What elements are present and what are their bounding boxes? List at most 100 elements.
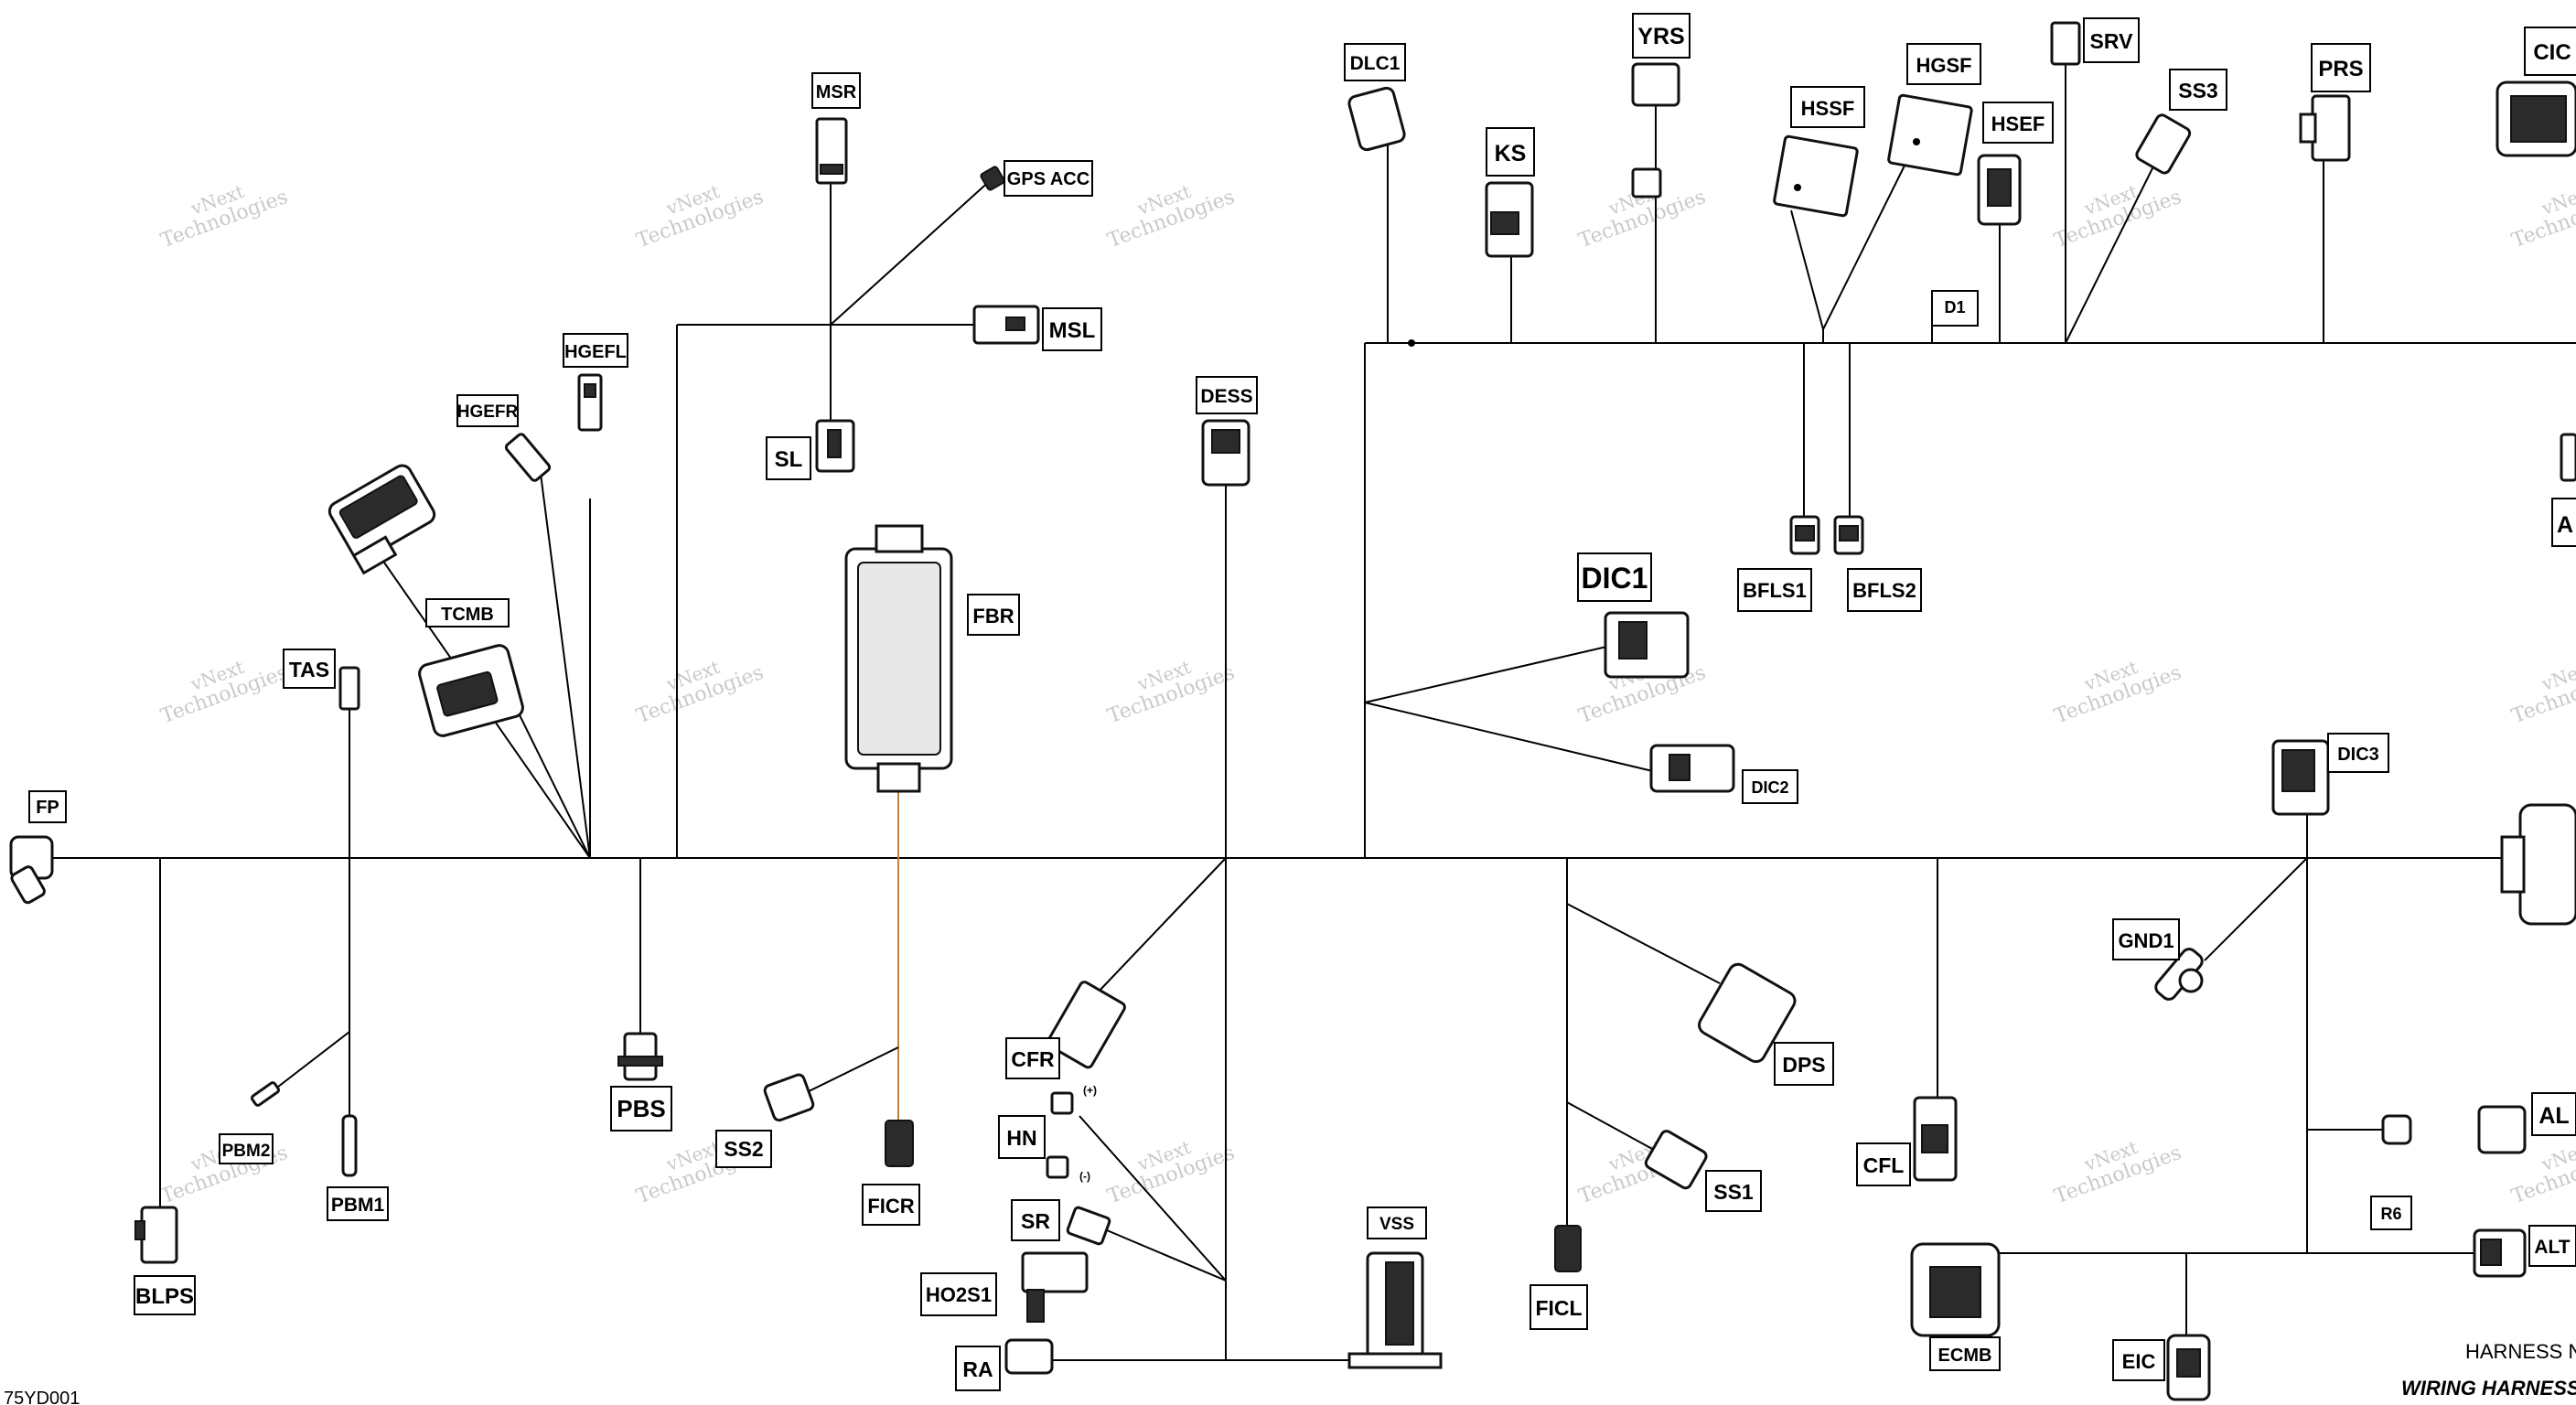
label-prs: PRS [2311, 43, 2371, 92]
eic-connector [2166, 1334, 2211, 1401]
sr-connector [1066, 1206, 1111, 1246]
svg-text:SR: SR [1021, 1209, 1050, 1233]
svg-text:R6: R6 [2380, 1205, 2401, 1223]
hgefr-connector [504, 433, 552, 482]
svg-text:HGEFR: HGEFR [457, 402, 519, 422]
svg-text:HSEF: HSEF [1991, 113, 2045, 135]
prs-connector [2299, 94, 2351, 162]
svg-text:CFL: CFL [1863, 1153, 1905, 1177]
label-ficl: FICL [1530, 1284, 1588, 1330]
msl-connector [972, 305, 1040, 345]
svg-text:KS: KS [1495, 141, 1527, 166]
splice-dot [1408, 339, 1415, 347]
svg-text:ECMB: ECMB [1938, 1346, 1992, 1366]
svg-text:YRS: YRS [1637, 24, 1684, 49]
gnd1-terminal [2154, 948, 2204, 1001]
svg-text:CIC: CIC [2533, 40, 2571, 65]
label-r6: R6 [2370, 1196, 2412, 1230]
hsef-connector [1977, 154, 2022, 226]
label-fbr: FBR [967, 594, 1020, 636]
label-srv: SRV [2083, 17, 2140, 63]
ss1-connector [1644, 1130, 1708, 1190]
label-gps-acc: GPS ACC [1004, 160, 1093, 197]
svg-text:DIC1: DIC1 [1582, 562, 1648, 595]
label-tcmb: TCMB [425, 598, 510, 627]
svg-text:FBR: FBR [972, 605, 1014, 627]
label-ho2s1: HO2S1 [920, 1272, 997, 1316]
svg-text:BFLS2: BFLS2 [1852, 579, 1916, 602]
svg-text:D1: D1 [1944, 298, 1965, 316]
ra-connector [1004, 1338, 1054, 1375]
svg-text:A: A [2557, 512, 2573, 538]
label-ks: KS [1486, 127, 1535, 177]
svg-text:FP: FP [36, 798, 59, 818]
label-dic2: DIC2 [1742, 769, 1798, 804]
svg-text:PBS: PBS [617, 1095, 665, 1122]
dic1-connector [1604, 611, 1690, 679]
label-eic: EIC [2112, 1339, 2165, 1381]
cfr-connector [1046, 981, 1126, 1069]
ss2-connector [763, 1073, 815, 1122]
gps-acc-connector [980, 166, 1005, 191]
label-al: AL [2531, 1092, 2576, 1136]
pbm2-sensor [250, 1081, 281, 1107]
fp-connector [9, 835, 54, 905]
label-fp: FP [28, 790, 67, 823]
cfl-connector [1913, 1096, 1958, 1182]
svg-text:CFR: CFR [1011, 1047, 1055, 1071]
label-hgefl: HGEFL [563, 333, 628, 368]
svg-text:TCMB: TCMB [441, 605, 494, 625]
yrs-connector [1631, 62, 1680, 198]
svg-text:MSL: MSL [1049, 318, 1096, 343]
label-pbm2: PBM2 [219, 1133, 274, 1164]
dic3-connector [2271, 739, 2330, 816]
drawing-id: 75YD001 [4, 1389, 80, 1405]
label-hssf: HSSF [1790, 86, 1865, 128]
dic2-connector [1649, 744, 1735, 793]
svg-text:ALT: ALT [2534, 1237, 2570, 1258]
label-bfls2: BFLS2 [1847, 568, 1922, 612]
label-ss2: SS2 [715, 1130, 772, 1168]
label-cic: CIC [2524, 27, 2576, 76]
label-tas: TAS [283, 649, 336, 689]
ecmb-connector [1910, 1242, 2001, 1337]
svg-text:BLPS: BLPS [135, 1284, 194, 1309]
label-alt: ALT [2528, 1225, 2576, 1267]
label-dess: DESS [1196, 376, 1258, 414]
svg-text:HGEFL: HGEFL [564, 342, 627, 362]
svg-text:HSSF: HSSF [1801, 97, 1855, 120]
label-dlc1: DLC1 [1344, 43, 1406, 81]
msr-connector [815, 117, 848, 185]
label-a: A [2551, 498, 2576, 547]
svg-text:FICR: FICR [867, 1195, 914, 1217]
svg-text:TAS: TAS [289, 658, 329, 681]
ficr-injector [885, 1120, 914, 1167]
label-dic3: DIC3 [2327, 733, 2389, 773]
svg-text:SS3: SS3 [2178, 79, 2217, 102]
svg-text:FICL: FICL [1535, 1296, 1582, 1320]
svg-text:EIC: EIC [2122, 1350, 2156, 1373]
label-msr: MSR [811, 72, 861, 109]
label-ra: RA [955, 1346, 1001, 1391]
component-labels: FP BLPS PBM2 PBM1 TAS TCMB HGEFR HGEFL P… [28, 13, 2576, 1391]
svg-text:DIC3: DIC3 [2337, 745, 2379, 765]
vss-sensor [1347, 1251, 1443, 1369]
connector-shapes [9, 21, 2576, 1401]
svg-text:SL: SL [775, 447, 803, 472]
ss3-connector [2135, 113, 2192, 175]
svg-text:SRV: SRV [2090, 29, 2134, 53]
label-pbm1: PBM1 [327, 1186, 389, 1221]
hgsf-module [1887, 93, 1973, 177]
hssf-module [1773, 134, 1859, 218]
hn-plus-connector [1050, 1091, 1074, 1115]
svg-text:SS2: SS2 [724, 1137, 763, 1161]
svg-text:DESS: DESS [1200, 386, 1252, 407]
ho2s1-connector [1021, 1251, 1089, 1323]
pbs-connector [617, 1032, 663, 1081]
svg-text:SS1: SS1 [1713, 1180, 1754, 1204]
label-ficr: FICR [862, 1184, 920, 1226]
svg-text:PBM1: PBM1 [331, 1195, 385, 1216]
label-dic1: DIC1 [1577, 552, 1652, 602]
label-ss3: SS3 [2169, 69, 2227, 111]
sl-connector [815, 419, 855, 473]
